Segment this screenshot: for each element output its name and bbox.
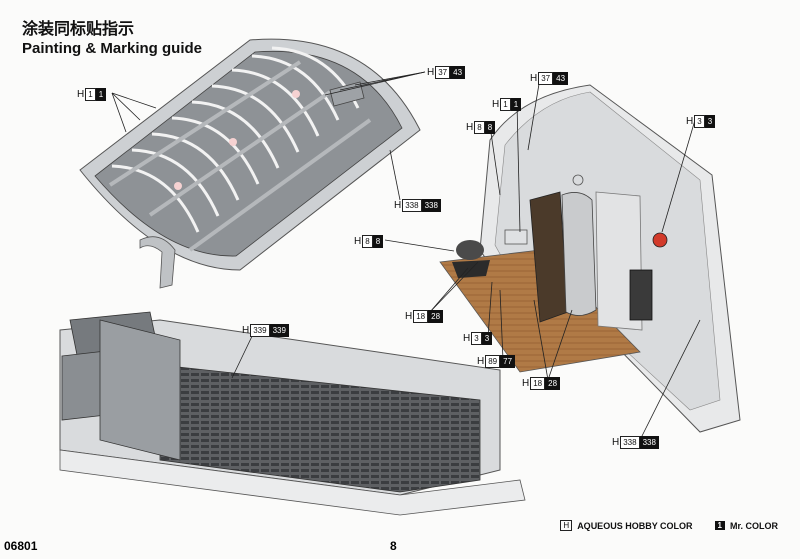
callout-hobby-code: 37 [538, 72, 554, 85]
callout-hobby-code: 89 [485, 355, 501, 368]
callout-h-prefix: H [394, 200, 402, 211]
battery-block [59, 311, 526, 516]
page-number: 8 [390, 539, 397, 553]
callout-pipe-black-color: H 8 8 [466, 121, 496, 134]
callout-h-prefix: H [612, 437, 620, 448]
callout-valve-red-color: H 3 3 [686, 115, 716, 128]
legend-hobby-key: H [560, 520, 573, 531]
callout-base-red-color: H 3 3 [463, 332, 493, 345]
callout-h-prefix: H [466, 122, 474, 133]
cabin-interior-section [439, 84, 741, 433]
callout-hobby-code: 37 [435, 66, 451, 79]
callout-mr-code: 43 [450, 66, 466, 79]
callout-h-prefix: H [686, 116, 694, 127]
callout-h-prefix: H [427, 67, 435, 78]
callout-mr-code: 8 [372, 235, 384, 248]
callout-hobby-code: 339 [250, 324, 270, 337]
title-english: Painting & Marking guide [22, 40, 203, 57]
callout-mr-code: 77 [500, 355, 516, 368]
callout-h-prefix: H [77, 89, 85, 100]
callout-toilet-color: H 8 8 [354, 235, 384, 248]
callout-mr-code: 8 [484, 121, 496, 134]
callout-door-wood-color: H 18 28 [522, 377, 561, 390]
callout-hobby-code: 1 [85, 88, 96, 101]
callout-mr-code: 3 [704, 115, 716, 128]
callout-hobby-code: 8 [474, 121, 485, 134]
title-chinese: 涂装同标贴指示 [22, 19, 135, 38]
callout-mr-code: 1 [95, 88, 107, 101]
callout-hobby-code: 3 [694, 115, 705, 128]
hull-roof-section [79, 38, 421, 289]
callout-h-prefix: H [492, 99, 500, 110]
callout-h-prefix: H [463, 333, 471, 344]
callout-floor-wood-color: H 18 28 [405, 310, 444, 323]
legend-mr-label: Mr. COLOR [729, 520, 778, 531]
callout-cabin-pipe-color: H 37 43 [530, 72, 569, 85]
callout-hobby-code: 8 [362, 235, 373, 248]
callout-mr-code: 28 [428, 310, 444, 323]
callout-hobby-code: 18 [530, 377, 546, 390]
callout-hobby-code: 338 [620, 436, 640, 449]
callout-h-prefix: H [522, 378, 530, 389]
callout-mr-code: 339 [269, 324, 289, 337]
leader-lines [111, 71, 701, 441]
callout-hobby-code: 18 [413, 310, 429, 323]
callout-mr-code: 28 [545, 377, 561, 390]
callout-mr-code: 1 [510, 98, 522, 111]
callout-h-prefix: H [530, 73, 538, 84]
legend-mr-key: 1 [714, 521, 725, 530]
callout-hobby-code: 338 [402, 199, 422, 212]
callout-pipes-color: H 37 43 [427, 66, 466, 79]
paint-legend: H AQUEOUS HOBBY COLOR 1 Mr. COLOR [560, 520, 778, 531]
callout-cabin-wall-color: H 338 338 [612, 436, 659, 449]
legend-hobby-label: AQUEOUS HOBBY COLOR [577, 520, 693, 531]
callout-battery-color: H 339 339 [242, 324, 289, 337]
callout-mr-code: 43 [553, 72, 569, 85]
callout-mr-code: 3 [481, 332, 493, 345]
page-header: 涂装同标贴指示 Painting & Marking guide [22, 19, 203, 58]
kit-code: 06801 [4, 539, 38, 553]
callout-sink-color: H 1 1 [492, 98, 522, 111]
callout-hobby-code: 3 [471, 332, 482, 345]
callout-h-prefix: H [477, 356, 485, 367]
callout-h-prefix: H [354, 236, 362, 247]
callout-hobby-code: 1 [500, 98, 511, 111]
callout-mr-code: 338 [421, 199, 441, 212]
callout-hull-interior-color: H 338 338 [394, 199, 441, 212]
callout-h-prefix: H [242, 325, 250, 336]
callout-hull-frame-color: H 1 1 [77, 88, 107, 101]
callout-h-prefix: H [405, 311, 413, 322]
callout-metal-color: H 89 77 [477, 355, 516, 368]
callout-mr-code: 338 [639, 436, 659, 449]
